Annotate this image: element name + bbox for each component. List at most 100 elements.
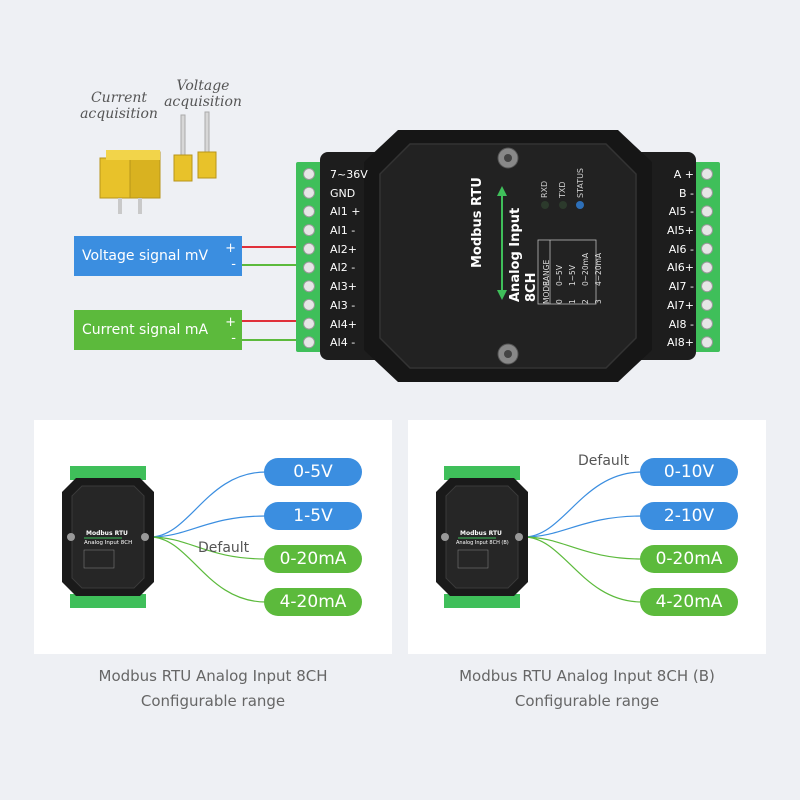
range-connector [523,536,643,603]
terminal-screw-icon [701,298,713,311]
left-terminal-label: AI2+ [330,242,357,256]
right-terminal-label: AI7+ [667,298,694,312]
left-terminal-label: AI1 + [330,205,361,219]
terminal-screw-icon [701,280,713,293]
voltage-signal-label: Voltage signal mV [82,248,209,264]
terminal-screw-icon [303,336,315,349]
voltage-jumper-label-line1: Voltage [176,78,230,94]
left-screws [303,168,315,349]
range-connector [149,536,267,603]
right-terminal-label: B - [678,186,694,200]
current-jumper-icon [99,150,161,214]
range-header: RANGE [542,259,551,286]
device-title: Modbus RTU [470,177,485,268]
terminal-screw-icon [303,168,315,180]
range-pill-4-20ma-b: 4-20mA [640,588,738,616]
range-cell: 0~20mA [581,252,590,286]
range-cell: 4~20mA [594,252,603,286]
arrow-down-icon [497,290,507,300]
range-cell: 1~5V [568,265,577,286]
current-signal-plus: + [225,315,236,330]
terminal-screw-icon [701,317,713,330]
rxd-label: RXD [540,180,549,198]
terminal-screw-icon [701,168,713,180]
status-led-icon [576,201,584,209]
caption-title-b: Modbus RTU Analog Input 8CH (B) [459,667,715,685]
device-subtitle: Analog Input 8CH [508,207,539,302]
terminal-screw-icon [303,280,315,293]
right-terminal-strip [694,162,720,352]
current-signal-label: Current signal mA [82,322,209,338]
range-connector [523,515,643,538]
range-curves [149,471,643,603]
mini-device-b-subtitle: Analog Input 8CH (B) [456,540,509,546]
mode-table-header: MODE RANGE [540,246,553,304]
left-terminal-label: GND [330,186,356,200]
range-connector [523,536,643,560]
range-connector [149,536,267,560]
mini-device-standard [62,466,154,608]
right-terminal-label: AI8 - [668,317,694,331]
range-connector [149,515,267,538]
terminal-screw-icon [303,186,315,199]
range-pill-0-20ma-b: 0-20mA [640,545,738,573]
right-terminal-label: AI6 - [668,242,694,256]
wires [242,246,300,341]
left-terminal-label: AI1 - [330,224,356,238]
txd-label: TXD [558,181,567,198]
left-terminal-label: AI4 - [330,336,356,350]
caption-subtitle: Configurable range [140,692,286,710]
range-pill-4-20ma: 4-20mA [264,588,362,616]
terminal-screw-icon [303,317,315,330]
mode-table-grid [537,239,597,305]
current-signal-box: Current signal mA + - [74,310,242,350]
device-title-vertical: Modbus RTU [470,158,486,268]
range-pill-0-10v: 0-10V [640,458,738,486]
mini-device-b-title: Modbus RTU [460,530,502,537]
range-pill-0-5v: 0-5V [264,458,362,486]
right-terminal-label: AI8+ [667,336,694,350]
terminal-screw-icon [701,186,713,199]
voltage-signal-minus: - [231,257,236,272]
current-jumper-label: Current acquisition [76,90,162,122]
txd-led-icon [559,201,567,209]
left-terminal-label: 7~36V [330,168,368,181]
voltage-jumper-label: Voltage acquisition [160,78,246,110]
arrow-up-icon [497,186,507,196]
range-connector [149,471,267,538]
current-jumper-label-line1: Current [90,90,148,106]
bottom-mount-screw-icon [497,343,519,365]
mini-device-title: Modbus RTU [86,530,128,537]
caption-standard: Modbus RTU Analog Input 8CH Configurable… [34,664,392,714]
terminal-screw-icon [303,242,315,255]
left-terminal-label: AI4+ [330,317,357,331]
terminal-screw-icon [701,261,713,274]
voltage-jumper-label-line2: acquisition [164,94,242,110]
status-label: STATUS [576,167,585,198]
right-terminal-label: AI6+ [667,261,694,275]
left-terminal-label: AI3 - [330,298,356,312]
terminal-screw-icon [701,242,713,255]
left-terminal-label: AI2 - [330,261,356,275]
mode-cell: 2 [581,299,590,304]
current-jumper-label-line2: acquisition [80,106,158,122]
mode-cell: 1 [568,299,577,304]
current-signal-minus: - [231,331,236,346]
top-mount-screw-icon [497,147,519,169]
right-terminal-label: AI7 - [668,280,694,294]
terminal-screw-icon [701,224,713,237]
default-label: Default [198,540,250,556]
mode-cell: 0 [555,299,564,304]
voltage-jumper-icon [173,111,217,182]
device-body [296,130,720,382]
default-label-b: Default [578,453,630,469]
mode-row: 2 0~20mA [579,246,592,304]
mode-row: 1 1~5V [566,246,579,304]
terminal-screw-icon [303,261,315,274]
terminal-screw-icon [303,298,315,311]
rxd-led-icon [541,201,549,209]
